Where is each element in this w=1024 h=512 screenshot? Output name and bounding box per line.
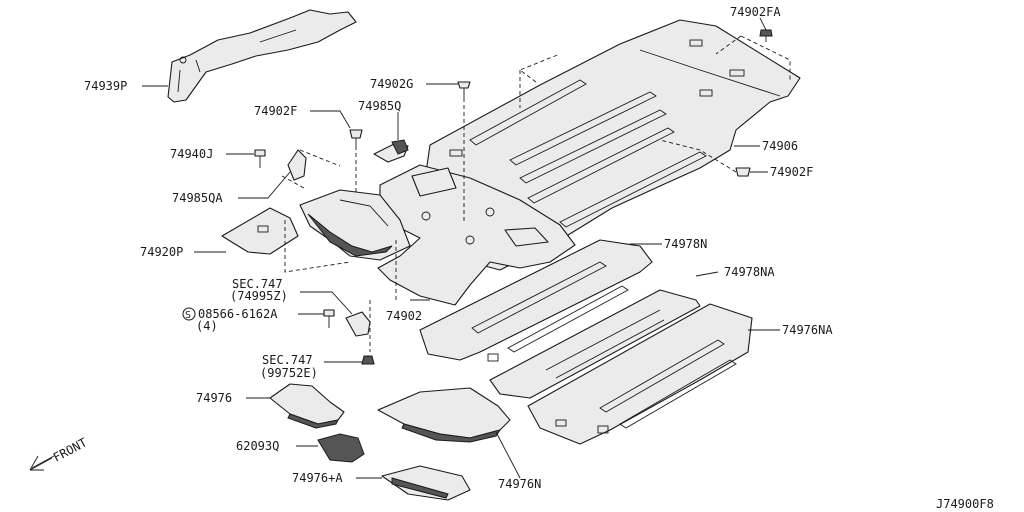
label-74985QA: 74985QA <box>172 191 223 205</box>
part-74978N <box>419 239 653 362</box>
label-74976N: 74976N <box>498 477 541 491</box>
fastener-74902G <box>457 81 471 98</box>
part-74978NA <box>489 289 701 399</box>
label-74985Q: 74985Q <box>358 99 401 113</box>
label-74978NA: 74978NA <box>724 265 775 279</box>
label-74902FA: 74902FA <box>730 5 781 19</box>
part-74920P <box>221 207 299 255</box>
label-08566-6162A: 08566-6162A <box>198 307 278 321</box>
label-74902F-b: 74902F <box>770 165 813 179</box>
label-74902G: 74902G <box>370 77 413 91</box>
part-74976NA <box>527 303 753 445</box>
label-74920P: 74920P <box>140 245 183 259</box>
part-left-bracket-assembly <box>299 189 411 261</box>
label-sec747-a-ref: (74995Z) <box>230 289 288 303</box>
label-74906: 74906 <box>762 139 798 153</box>
part-74976A <box>381 465 471 501</box>
fastener-74902FA <box>759 29 773 42</box>
part-74939P <box>167 9 357 103</box>
fastener-74902F-b <box>735 167 751 177</box>
label-front: FRONT <box>51 435 89 464</box>
circle-s-icon: S <box>182 307 196 321</box>
label-74976A: 74976+A <box>292 471 343 485</box>
label-74976: 74976 <box>196 391 232 405</box>
fastener-74902F-a <box>349 129 363 146</box>
label-74902F-a: 74902F <box>254 104 297 118</box>
label-sec747-b-ref: (99752E) <box>260 366 318 380</box>
part-74976N <box>377 387 511 443</box>
label-74976NA: 74976NA <box>782 323 833 337</box>
label-74939P: 74939P <box>84 79 127 93</box>
assembly-guide-lines <box>281 35 791 352</box>
part-74902 <box>377 164 576 306</box>
circle-s-letter: S <box>185 310 191 321</box>
label-74940J: 74940J <box>170 147 213 161</box>
fastener-08566-bolt <box>323 309 335 328</box>
label-74978N: 74978N <box>664 237 707 251</box>
front-arrow-icon <box>29 455 55 471</box>
fastener-sec747-bracket <box>345 311 375 365</box>
label-74902: 74902 <box>386 309 422 323</box>
part-74976 <box>269 383 345 429</box>
label-62093Q: 62093Q <box>236 439 279 453</box>
label-sec747-a: SEC.747 <box>232 277 283 291</box>
leader-lines <box>142 17 780 479</box>
diagram-id: J74900F8 <box>936 497 994 511</box>
fastener-74940J <box>254 149 266 168</box>
label-sec747-b: SEC.747 <box>262 353 313 367</box>
part-74985Q <box>373 139 409 163</box>
part-bracket-74985QA <box>287 149 307 181</box>
label-08566-qty: (4) <box>196 319 218 333</box>
part-62093Q <box>317 433 365 463</box>
